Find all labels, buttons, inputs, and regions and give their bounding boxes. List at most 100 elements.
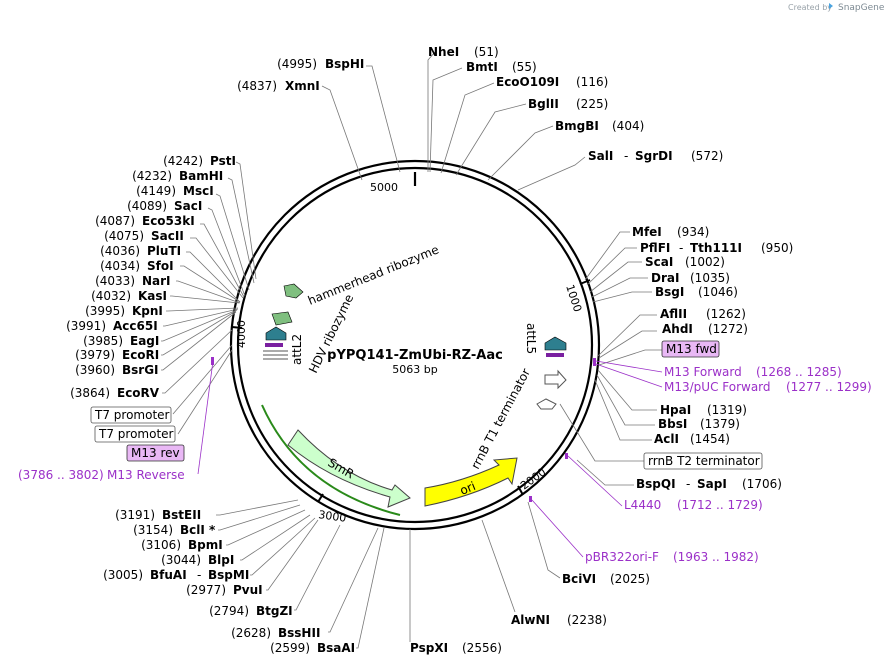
site-label-msci[interactable]: (4149) MscI bbox=[136, 184, 214, 198]
svg-text:(116): (116) bbox=[576, 75, 608, 89]
site-label-xmni[interactable]: (4837) XmnI bbox=[237, 79, 320, 93]
svg-text:SgrDI: SgrDI bbox=[635, 149, 673, 163]
feature-box-t7-promoter-1[interactable]: T7 promoter bbox=[90, 406, 172, 424]
site-label-bspqi-sapi[interactable]: BspQI - SapI (1706) bbox=[636, 477, 782, 491]
svg-text:-: - bbox=[686, 477, 690, 491]
site-label-psti[interactable]: (4242) PstI bbox=[163, 154, 236, 168]
svg-text:SfoI: SfoI bbox=[147, 259, 174, 273]
svg-text:SalI: SalI bbox=[588, 149, 613, 163]
svg-text:MfeI: MfeI bbox=[632, 225, 662, 239]
svg-text:(2628): (2628) bbox=[231, 626, 271, 640]
site-label-alwni[interactable]: AlwNI (2238) bbox=[511, 613, 607, 627]
svg-text:MscI: MscI bbox=[183, 184, 214, 198]
site-label-bsrgi[interactable]: (3960) BsrGI bbox=[75, 363, 158, 377]
site-label-bmgbi[interactable]: BmgBI (404) bbox=[555, 119, 644, 133]
svg-text:AclI: AclI bbox=[654, 432, 679, 446]
site-label-kpni[interactable]: (3995) KpnI bbox=[85, 304, 163, 318]
site-label-pflfi-tth111i[interactable]: PflFI - Tth111I (950) bbox=[640, 241, 793, 255]
site-label-scai[interactable]: ScaI (1002) bbox=[645, 255, 725, 269]
primer-label-m13-forward[interactable]: M13 Forward (1268 .. 1285) bbox=[664, 365, 842, 379]
attl5-arrow[interactable] bbox=[544, 336, 567, 351]
site-label-bsphi[interactable]: (4995) BspHI bbox=[277, 57, 364, 71]
primer-label-m13-reverse[interactable]: (3786 .. 3802) M13 Reverse bbox=[18, 468, 185, 482]
svg-text:pBR322ori-F: pBR322ori-F bbox=[585, 550, 659, 564]
site-label-bsshii[interactable]: (2628) BssHII bbox=[231, 626, 320, 640]
site-label-bsgi[interactable]: BsgI (1046) bbox=[655, 285, 738, 299]
primer-label-m13-puc-forward[interactable]: M13/pUC Forward (1277 .. 1299) bbox=[664, 380, 872, 394]
site-label-mfei[interactable]: MfeI (934) bbox=[632, 225, 709, 239]
svg-text:AhdI: AhdI bbox=[662, 322, 693, 336]
svg-text:BsaAI: BsaAI bbox=[317, 641, 355, 655]
primer-label-l4440[interactable]: L4440 (1712 .. 1729) bbox=[624, 498, 763, 512]
site-label-bcli[interactable]: (3154) BclI * bbox=[133, 523, 216, 537]
smr-arrow[interactable] bbox=[287, 429, 411, 508]
attl5-primer-bar bbox=[546, 353, 564, 357]
site-label-bpmi[interactable]: (3106) BpmI bbox=[141, 538, 223, 552]
site-label-pspxi[interactable]: PspXI (2556) bbox=[410, 641, 502, 655]
hdv-ribozyme-arrow[interactable] bbox=[271, 311, 293, 326]
site-label-nari[interactable]: (4033) NarI bbox=[95, 274, 170, 288]
svg-text:BspHI: BspHI bbox=[325, 57, 364, 71]
site-label-bsaai[interactable]: (2599) BsaAI bbox=[270, 641, 355, 655]
primer-tick-l4440 bbox=[565, 453, 568, 459]
svg-text:(2599): (2599) bbox=[270, 641, 310, 655]
site-label-saci[interactable]: (4089) SacI bbox=[127, 199, 202, 213]
svg-text:(1268 .. 1285): (1268 .. 1285) bbox=[756, 365, 842, 379]
site-label-bcivi[interactable]: BciVI (2025) bbox=[562, 572, 650, 586]
site-label-btgzi[interactable]: (2794) BtgZI bbox=[209, 604, 293, 618]
primer-box-m13-rev[interactable]: M13 rev bbox=[126, 444, 185, 462]
svg-text:ScaI: ScaI bbox=[645, 255, 673, 269]
svg-text:PluTI: PluTI bbox=[147, 244, 181, 258]
site-label-bmti[interactable]: BmtI (55) bbox=[466, 60, 537, 74]
svg-text:(1046): (1046) bbox=[698, 285, 738, 299]
site-label-pvui[interactable]: (2977) PvuI bbox=[186, 583, 263, 597]
site-label-eagi[interactable]: (3985) EagI bbox=[83, 334, 159, 348]
rrnb-t2-arrow[interactable] bbox=[536, 398, 557, 410]
svg-text:(4032): (4032) bbox=[91, 289, 131, 303]
site-label-bfuai-bspmi[interactable]: (3005) BfuAI - BspMI bbox=[103, 568, 249, 582]
site-label-bamhi[interactable]: (4232) BamHI bbox=[132, 169, 223, 183]
svg-text:Eco53kI: Eco53kI bbox=[142, 214, 195, 228]
svg-text:KpnI: KpnI bbox=[132, 304, 163, 318]
site-label-drai[interactable]: DraI (1035) bbox=[651, 271, 730, 285]
site-label-kasi[interactable]: (4032) KasI bbox=[91, 289, 167, 303]
feature-box-rrnb-t2[interactable]: rrnB T2 terminator bbox=[643, 452, 763, 470]
svg-text:BbsI: BbsI bbox=[658, 417, 687, 431]
site-label-nhei[interactable]: NheI (51) bbox=[428, 45, 499, 59]
rrnb-t1-arrow[interactable] bbox=[544, 369, 567, 390]
primer-box-m13-fwd[interactable]: M13 fwd bbox=[661, 340, 720, 358]
svg-text:Acc65I: Acc65I bbox=[113, 319, 158, 333]
site-label-sali-sgrdi[interactable]: SalI - SgrDI (572) bbox=[588, 149, 723, 163]
site-label-bsteii[interactable]: (3191) BstEII bbox=[115, 508, 201, 522]
svg-text:(3991): (3991) bbox=[66, 319, 106, 333]
site-label-sacii[interactable]: (4075) SacII bbox=[104, 229, 184, 243]
svg-text:(1706): (1706) bbox=[742, 477, 782, 491]
primer-label-pbr322ori-f[interactable]: pBR322ori-F (1963 .. 1982) bbox=[585, 550, 759, 564]
feature-attl5-label: attL5 bbox=[524, 323, 538, 354]
site-label-hpai[interactable]: HpaI (1319) bbox=[660, 403, 747, 417]
svg-text:(1262): (1262) bbox=[706, 307, 746, 321]
site-label-ahdi[interactable]: AhdI (1272) bbox=[662, 322, 748, 336]
tick-label-4000: 4000 bbox=[235, 320, 248, 348]
site-label-eco53ki[interactable]: (4087) Eco53kI bbox=[95, 214, 195, 228]
site-label-pluti[interactable]: (4036) PluTI bbox=[100, 244, 181, 258]
site-label-sfoi[interactable]: (4034) SfoI bbox=[100, 259, 173, 273]
site-label-acli[interactable]: AclI (1454) bbox=[654, 432, 730, 446]
site-label-ecori[interactable]: (3979) EcoRI bbox=[75, 348, 159, 362]
site-label-blpi[interactable]: (3044) BlpI bbox=[161, 553, 234, 567]
svg-text:(1272): (1272) bbox=[708, 322, 748, 336]
svg-text:EcoRI: EcoRI bbox=[122, 348, 159, 362]
plasmid-length: 5063 bp bbox=[392, 363, 437, 376]
site-label-ecorv[interactable]: (3864) EcoRV bbox=[70, 386, 160, 400]
attl2-arrow[interactable] bbox=[265, 326, 287, 341]
primer-tick-m13-rev bbox=[211, 357, 214, 365]
site-label-acc65i[interactable]: (3991) Acc65I bbox=[66, 319, 158, 333]
site-label-ecoo109i[interactable]: EcoO109I (116) bbox=[496, 75, 608, 89]
svg-text:BmtI: BmtI bbox=[466, 60, 498, 74]
hammerhead-ribozyme-arrow[interactable] bbox=[283, 283, 304, 299]
site-label-bglii[interactable]: BglII (225) bbox=[528, 97, 608, 111]
site-label-bbsi[interactable]: BbsI (1379) bbox=[658, 417, 740, 431]
feature-box-t7-promoter-2[interactable]: T7 promoter bbox=[94, 425, 176, 443]
site-label-aflii[interactable]: AflII (1262) bbox=[660, 307, 746, 321]
ori-arrow[interactable] bbox=[424, 457, 518, 507]
